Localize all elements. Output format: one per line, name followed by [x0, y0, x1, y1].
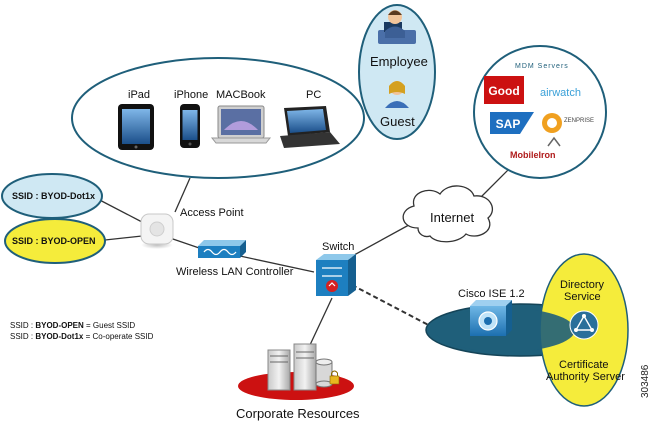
iphone-icon — [180, 104, 200, 148]
lock-icon — [329, 370, 340, 385]
mobileiron-logo: MobileIron — [510, 136, 561, 160]
label-ca-2: Authority Server — [546, 371, 625, 383]
ise-group: Directory Service Certificate Authority … — [425, 253, 629, 407]
label-employee: Employee — [370, 54, 428, 69]
internet-cloud-icon — [402, 185, 493, 243]
database-icon — [315, 358, 333, 388]
ca-server-icon — [569, 310, 599, 340]
legend-line-dot1x: SSID : BYOD-Dot1x = Co-operate SSID — [10, 332, 154, 341]
ssid-open-label: SSID : BYOD-OPEN — [12, 236, 96, 246]
ssid-dot1x-label: SSID : BYOD-Dot1x — [12, 191, 95, 201]
server-tower-icon — [267, 343, 317, 391]
label-switch: Switch — [322, 241, 354, 253]
good-logo: Good — [484, 76, 524, 104]
label-macbook: MACBook — [216, 89, 266, 101]
link-wlc-to-switch — [239, 255, 315, 273]
ise-appliance-icon — [470, 300, 512, 336]
users-group: Employee Guest — [358, 4, 436, 140]
ssid-dot1x-group: SSID : BYOD-Dot1x — [1, 173, 103, 219]
access-point-icon — [140, 213, 174, 249]
svg-text:MobileIron: MobileIron — [510, 150, 556, 160]
link-devices-to-ap — [174, 177, 191, 213]
label-ipad: iPad — [128, 89, 150, 101]
ssid-legend: SSID : BYOD-OPEN = Guest SSID SSID : BYO… — [10, 321, 154, 341]
macbook-icon — [210, 105, 272, 144]
label-iphone: iPhone — [174, 89, 208, 101]
label-corporate-resources: Corporate Resources — [236, 406, 360, 421]
link-switch-to-internet — [344, 219, 419, 261]
svg-text:SAP: SAP — [496, 117, 521, 131]
ipad-icon — [118, 104, 154, 150]
mdm-title: MDM Servers — [515, 63, 569, 70]
label-pc: PC — [306, 89, 321, 101]
pc-laptop-icon — [280, 106, 340, 148]
wlc-icon — [198, 240, 246, 258]
label-directory-2: Service — [564, 291, 601, 303]
label-directory-1: Directory — [560, 279, 605, 291]
switch-icon — [316, 254, 356, 296]
sap-logo: SAP — [490, 112, 534, 134]
link-open-to-ap — [104, 235, 143, 241]
label-internet: Internet — [430, 210, 474, 225]
legend-line-open: SSID : BYOD-OPEN = Guest SSID — [10, 321, 135, 330]
devices-group: iPad iPhone MACBook PC — [71, 57, 365, 179]
guest-icon — [385, 81, 409, 108]
svg-text:Good: Good — [488, 84, 519, 98]
ssid-open-group: SSID : BYOD-OPEN — [4, 218, 106, 264]
corporate-resources-group — [238, 343, 354, 400]
label-ise: Cisco ISE 1.2 — [458, 288, 525, 300]
label-wlc: Wireless LAN Controller — [176, 266, 294, 278]
label-ca-1: Certificate — [559, 359, 609, 371]
airwatch-logo: airwatch — [540, 87, 581, 99]
svg-text:ZENPRISE: ZENPRISE — [564, 118, 594, 124]
ssid-dot1x-ellipse — [1, 173, 103, 219]
ssid-open-ellipse — [4, 218, 106, 264]
zenprise-logo: ZENPRISE — [542, 113, 594, 133]
mdm-servers-group: MDM Servers Good airwatch SAP ZENPRISE M… — [473, 45, 607, 179]
link-switch-to-ise — [351, 284, 439, 331]
figure-id: 303486 — [640, 364, 651, 398]
employee-icon — [378, 10, 416, 44]
label-access-point: Access Point — [180, 207, 244, 219]
label-guest: Guest — [380, 114, 415, 129]
